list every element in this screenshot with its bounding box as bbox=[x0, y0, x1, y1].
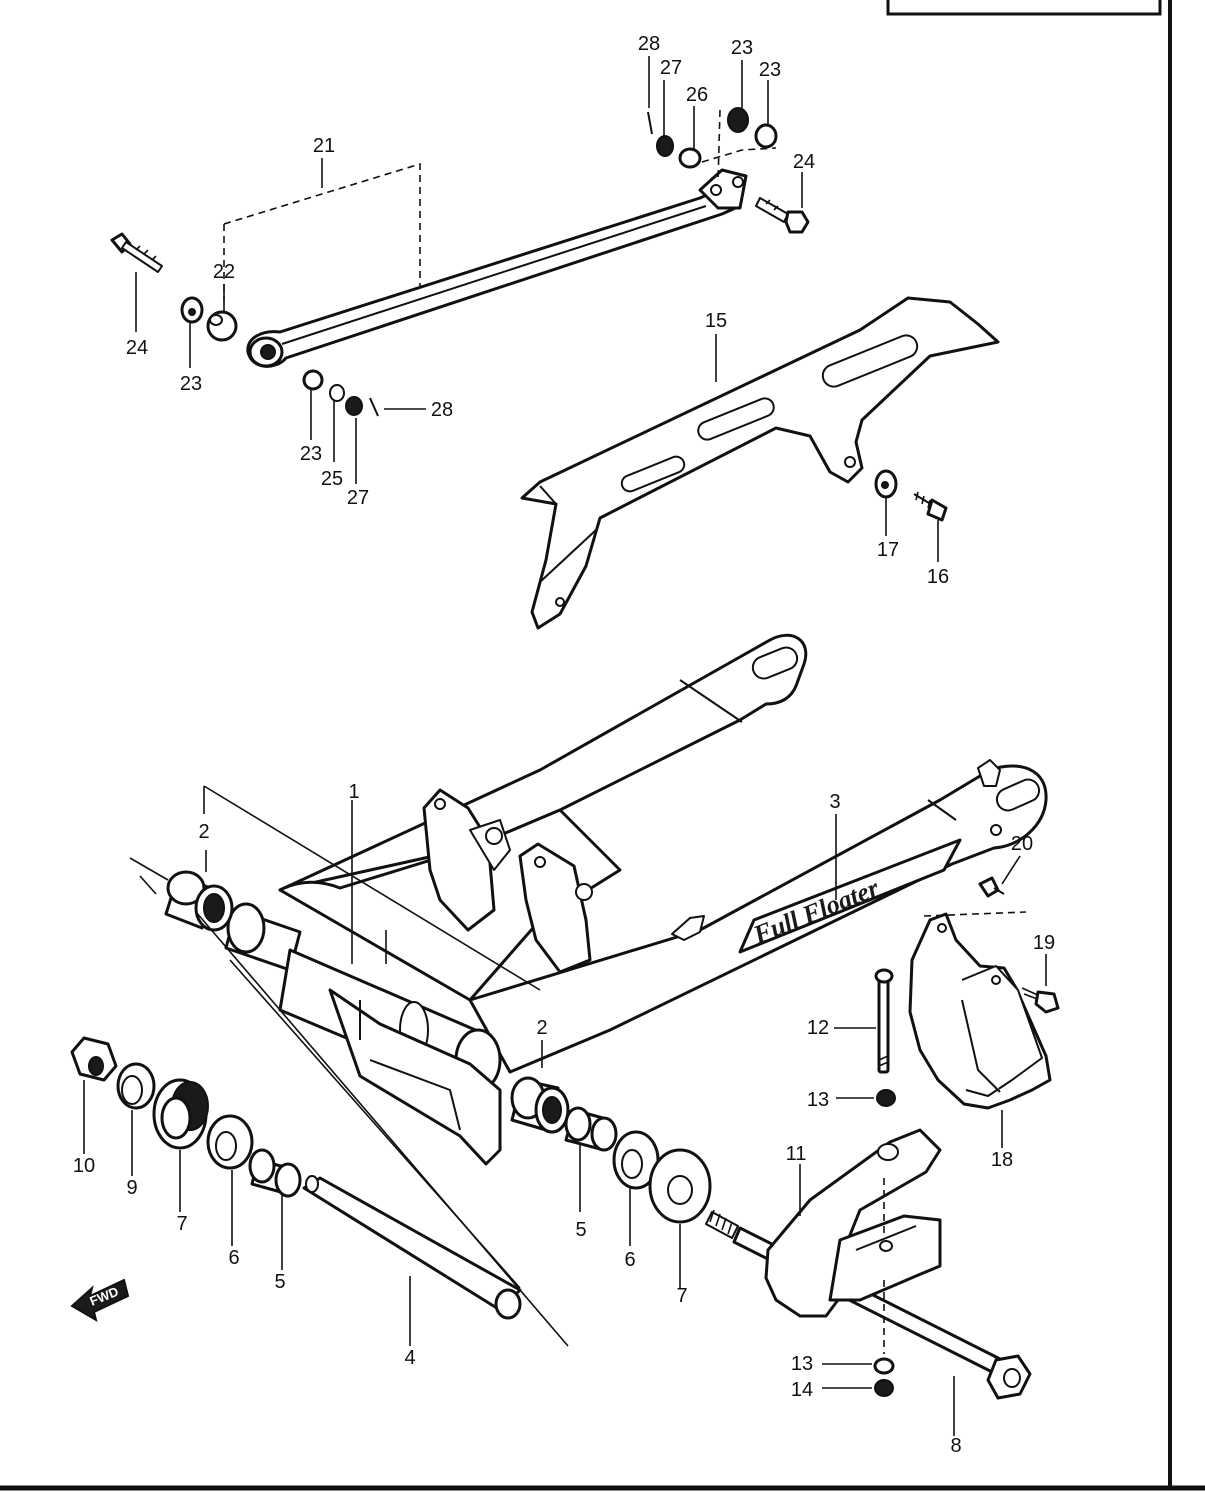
spacer-22 bbox=[206, 310, 238, 342]
chain-guide-18 bbox=[908, 912, 1052, 1110]
pin-28-upper bbox=[647, 111, 653, 135]
callout-8: 8 bbox=[950, 1435, 961, 1457]
bolt-20 bbox=[923, 876, 1027, 917]
nut-10 bbox=[70, 1036, 118, 1082]
callout-28-upper: 28 bbox=[638, 33, 660, 55]
spacer-5-right bbox=[564, 1106, 618, 1152]
fwd-arrow: FWD bbox=[70, 1278, 130, 1323]
callout-27-lower: 27 bbox=[347, 487, 369, 509]
alignment-lines-pivot bbox=[129, 785, 569, 1347]
washer-6-left bbox=[206, 1114, 254, 1170]
swingarm: Full Floater bbox=[224, 633, 1048, 1166]
callout-11: 11 bbox=[786, 1143, 807, 1165]
nut-14 bbox=[874, 1379, 894, 1397]
callout-5-right: 5 bbox=[575, 1219, 586, 1241]
callout-26: 26 bbox=[686, 84, 708, 106]
callout-19: 19 bbox=[1033, 932, 1055, 954]
callout-13-upper: 13 bbox=[807, 1089, 829, 1111]
washer-25 bbox=[329, 384, 345, 402]
callout-5-left: 5 bbox=[274, 1271, 285, 1293]
callout-18: 18 bbox=[991, 1149, 1013, 1171]
callout-27-upper: 27 bbox=[660, 57, 682, 79]
callout-23-upper-a: 23 bbox=[731, 37, 753, 59]
callout-14: 14 bbox=[791, 1379, 813, 1401]
washer-23-upper-b bbox=[754, 123, 778, 149]
callout-1: 1 bbox=[348, 781, 359, 803]
nut-13-lower bbox=[873, 1357, 895, 1375]
callout-22: 22 bbox=[213, 261, 235, 283]
callout-20: 20 bbox=[1011, 833, 1033, 855]
bearing-2-right bbox=[510, 1076, 570, 1134]
callout-6-right: 6 bbox=[624, 1249, 635, 1271]
callout-7-left: 7 bbox=[176, 1213, 187, 1235]
nut-27-lower bbox=[345, 396, 363, 416]
adjuster-bolt-12 bbox=[874, 968, 894, 1074]
callout-23-upper-b: 23 bbox=[759, 59, 781, 81]
callout-7-right: 7 bbox=[676, 1285, 687, 1307]
callout-10: 10 bbox=[73, 1155, 95, 1177]
callout-24-right: 24 bbox=[793, 151, 815, 173]
callout-28-lower: 28 bbox=[431, 399, 453, 421]
callout-3: 3 bbox=[829, 791, 840, 813]
callout-12: 12 bbox=[807, 1017, 829, 1039]
bearing-2-left bbox=[164, 870, 234, 932]
washer-17 bbox=[874, 469, 898, 499]
pivot-sleeve-4 bbox=[302, 1175, 522, 1320]
pin-28-lower bbox=[369, 397, 379, 417]
torque-link-hardware bbox=[110, 107, 810, 417]
nut-27-upper bbox=[656, 135, 674, 157]
washer-26 bbox=[678, 147, 702, 169]
washer-9 bbox=[116, 1062, 156, 1110]
pivot-parts-right bbox=[510, 1076, 712, 1224]
bolt-16 bbox=[913, 491, 948, 522]
spacer-5-left bbox=[248, 1148, 302, 1198]
callout-4: 4 bbox=[404, 1347, 415, 1369]
callout-23-left: 23 bbox=[180, 373, 202, 395]
chain-adjuster-11 bbox=[764, 1128, 942, 1354]
callout-13-lower: 13 bbox=[791, 1353, 813, 1375]
callout-labels: 28 27 26 23 23 24 21 22 24 23 23 25 27 2… bbox=[73, 33, 1055, 1457]
callout-21: 21 bbox=[313, 135, 335, 157]
seal-7-right bbox=[648, 1148, 712, 1224]
callout-25: 25 bbox=[321, 468, 343, 490]
bolt-19 bbox=[1021, 987, 1060, 1014]
callout-16: 16 bbox=[927, 566, 949, 588]
callout-15: 15 bbox=[705, 310, 727, 332]
callout-2-left: 2 bbox=[198, 821, 209, 843]
chain-case bbox=[520, 296, 1000, 630]
callout-9: 9 bbox=[126, 1177, 137, 1199]
callout-17: 17 bbox=[877, 539, 899, 561]
washer-23-lower bbox=[302, 369, 324, 391]
bolt-24-right bbox=[755, 197, 810, 234]
callout-6-left: 6 bbox=[228, 1247, 239, 1269]
pivot-parts-left bbox=[70, 870, 522, 1320]
callout-24-left: 24 bbox=[126, 337, 148, 359]
callout-2-right: 2 bbox=[536, 1017, 547, 1039]
callout-leaders bbox=[83, 56, 1047, 1436]
callout-23-lower: 23 bbox=[300, 443, 322, 465]
washer-23-upper-a bbox=[727, 107, 749, 133]
seal-7-left bbox=[152, 1078, 209, 1150]
torque-link-rod bbox=[246, 168, 748, 368]
nut-13-upper bbox=[876, 1089, 896, 1107]
bolt-24-left bbox=[110, 232, 163, 273]
